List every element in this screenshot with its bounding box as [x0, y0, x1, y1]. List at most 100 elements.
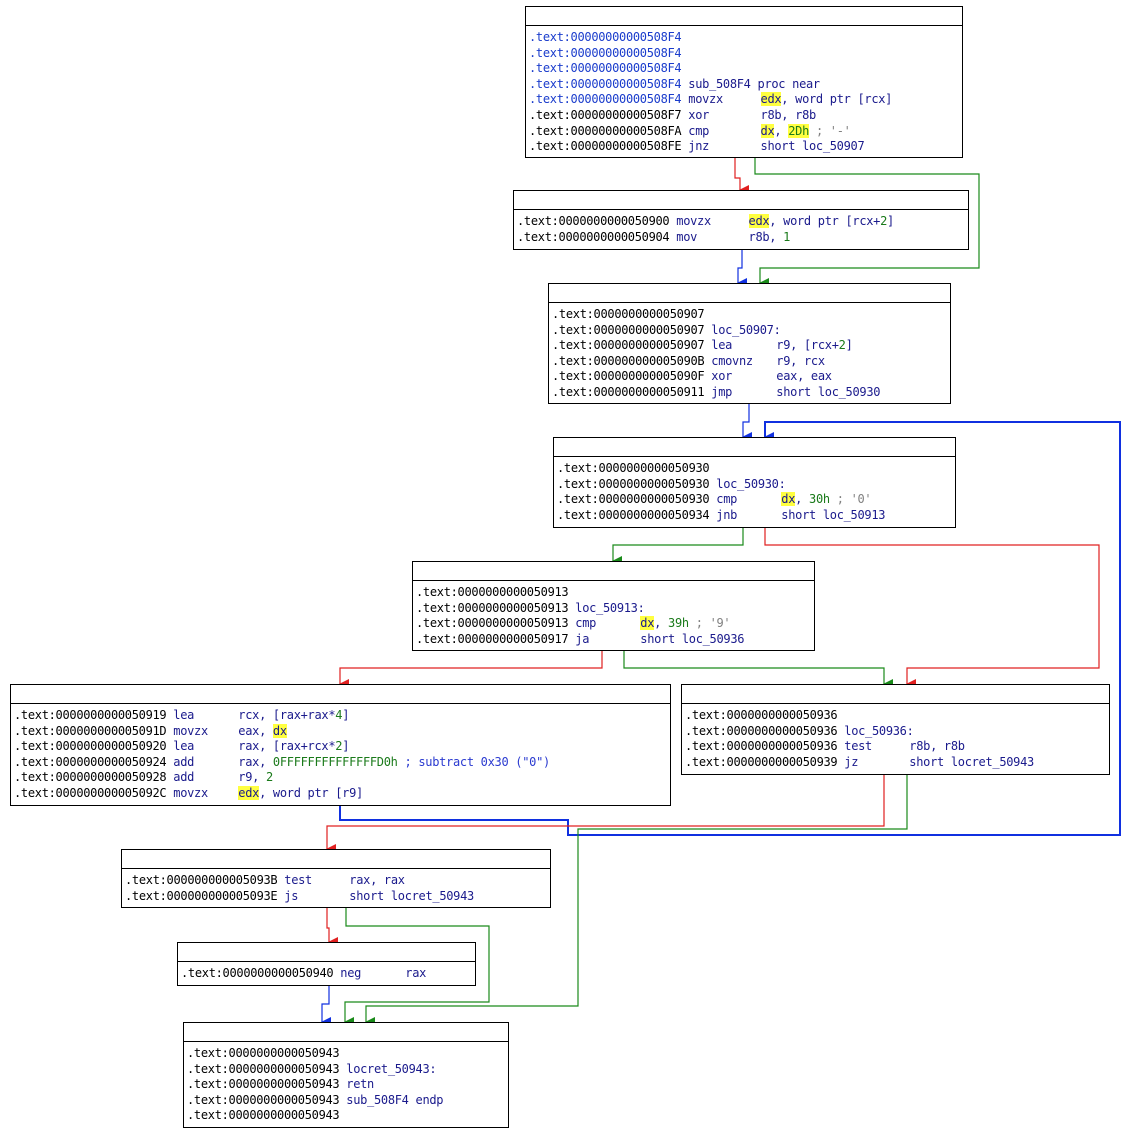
asm-address: .text:0000000000050930	[557, 476, 710, 491]
asm-operand: rax, [rax+rcx*	[238, 739, 336, 754]
asm-operand: ,	[654, 616, 669, 631]
asm-operand: , word ptr [r9]	[259, 785, 363, 800]
block-loc-50907[interactable]: .text:0000000000050907.text:000000000005…	[548, 283, 951, 404]
asm-mnemonic: retn	[346, 1077, 374, 1092]
asm-operand: r9, rcx	[776, 353, 825, 368]
asm-operand: ]	[887, 214, 894, 228]
asm-address: .text:000000000005091D	[14, 723, 167, 738]
asm-label: sub_508F4 endp	[346, 1092, 444, 1107]
asm-address: .text:0000000000050943	[187, 1108, 340, 1123]
asm-address: .text:0000000000050939	[685, 754, 838, 769]
block-locret-50943[interactable]: .text:0000000000050943 .text:000000000005…	[183, 1022, 509, 1128]
asm-operand: 2Dh	[788, 123, 810, 138]
asm-operand: 2	[335, 739, 343, 754]
asm-address: .text:00000000000508F4	[529, 61, 682, 76]
asm-operand: rax, rax	[349, 873, 405, 887]
asm-label: loc_50930:	[716, 476, 786, 491]
asm-mnemonic: xor	[711, 369, 733, 384]
asm-operand: short locret_50943	[349, 888, 474, 903]
asm-operand: ; '-'	[809, 123, 851, 138]
asm-label: locret_50943:	[346, 1061, 437, 1076]
asm-operand: short loc_50936	[640, 631, 745, 646]
asm-line: .text:000000000005093B test rax, rax	[125, 873, 547, 889]
asm-address: .text:0000000000050936	[685, 739, 838, 754]
asm-address: .text:000000000005093B	[125, 873, 278, 887]
asm-address: .text:0000000000050936	[685, 708, 838, 722]
block-header	[549, 284, 950, 303]
asm-operand: edx	[748, 214, 770, 228]
asm-operand: ; '0'	[829, 492, 872, 507]
asm-address: .text:0000000000050913	[416, 585, 569, 599]
asm-address: .text:00000000000508F4	[529, 30, 682, 44]
asm-mnemonic: movzx	[688, 92, 723, 107]
block-loc-50930[interactable]: .text:0000000000050930.text:000000000005…	[553, 437, 956, 528]
asm-address: .text:0000000000050900	[517, 214, 670, 228]
asm-mnemonic: cmp	[688, 123, 710, 138]
asm-line: .text:0000000000050930 loc_50930:	[557, 477, 952, 493]
asm-operand: r8b,	[748, 229, 784, 244]
edge-n2-n3	[737, 250, 747, 288]
asm-line: .text:0000000000050913 loc_50913:	[416, 601, 811, 617]
asm-line: .text:0000000000050936	[685, 708, 1106, 724]
asm-operand: edx	[760, 92, 782, 107]
block-header	[526, 7, 962, 26]
asm-line: .text:0000000000050943 locret_50943:	[187, 1062, 505, 1078]
asm-address: .text:0000000000050943	[187, 1046, 340, 1060]
asm-line: .text:0000000000050917 ja short loc_50936	[416, 632, 811, 648]
block-header	[554, 438, 955, 457]
asm-address: .text:0000000000050920	[14, 739, 167, 754]
asm-line: .text:00000000000508F4	[529, 61, 959, 77]
asm-address: .text:0000000000050917	[416, 631, 569, 646]
block-header	[184, 1023, 508, 1042]
asm-mnemonic: ja	[575, 631, 590, 646]
asm-address: .text:0000000000050911	[552, 384, 705, 399]
asm-operand: r8b, r8b	[760, 107, 817, 122]
block-body: .text:0000000000050907.text:000000000005…	[549, 303, 950, 403]
asm-address: .text:0000000000050936	[685, 723, 838, 738]
block-body: .text:0000000000050913.text:000000000005…	[413, 581, 814, 649]
block-header	[122, 850, 550, 869]
asm-operand: rax	[405, 966, 427, 980]
edge-n5-n7	[623, 651, 893, 689]
asm-line: .text:00000000000508F4 sub_508F4 proc ne…	[529, 77, 959, 93]
asm-address: .text:00000000000508F4	[529, 45, 682, 60]
asm-operand: ]	[845, 338, 853, 353]
asm-operand: ]	[342, 739, 350, 754]
asm-operand: edx	[238, 785, 260, 800]
block-loc-50936[interactable]: .text:0000000000050936.text:000000000005…	[681, 684, 1110, 775]
block-header	[413, 562, 814, 581]
asm-mnemonic: js	[284, 888, 299, 903]
asm-line: .text:0000000000050943 retn	[187, 1077, 505, 1093]
asm-operand: dx	[781, 492, 796, 507]
block-loc-50913[interactable]: .text:0000000000050913.text:000000000005…	[412, 561, 815, 651]
asm-mnemonic: test	[284, 873, 312, 887]
edge-n8-n9	[326, 908, 338, 947]
edge-n4-n5	[612, 528, 744, 566]
block-sub-508F4-entry[interactable]: .text:00000000000508F4.text:000000000005…	[525, 6, 963, 158]
asm-operand: 2	[266, 770, 273, 785]
asm-address: .text:000000000005090B	[552, 353, 705, 368]
asm-line: .text:0000000000050943	[187, 1046, 505, 1062]
asm-address: .text:0000000000050913	[416, 600, 569, 615]
asm-line: .text:0000000000050943	[187, 1108, 505, 1124]
block-5093B[interactable]: .text:000000000005093B test rax, rax.text…	[121, 849, 551, 908]
asm-line: .text:00000000000508F4	[529, 30, 959, 46]
asm-line: .text:0000000000050936 loc_50936:	[685, 724, 1106, 740]
asm-address: .text:0000000000050940	[181, 966, 334, 980]
asm-operand: rax,	[238, 754, 273, 769]
asm-operand: , word ptr [rcx]	[781, 92, 893, 107]
asm-mnemonic: mov	[676, 229, 698, 244]
asm-mnemonic: xor	[688, 107, 710, 122]
